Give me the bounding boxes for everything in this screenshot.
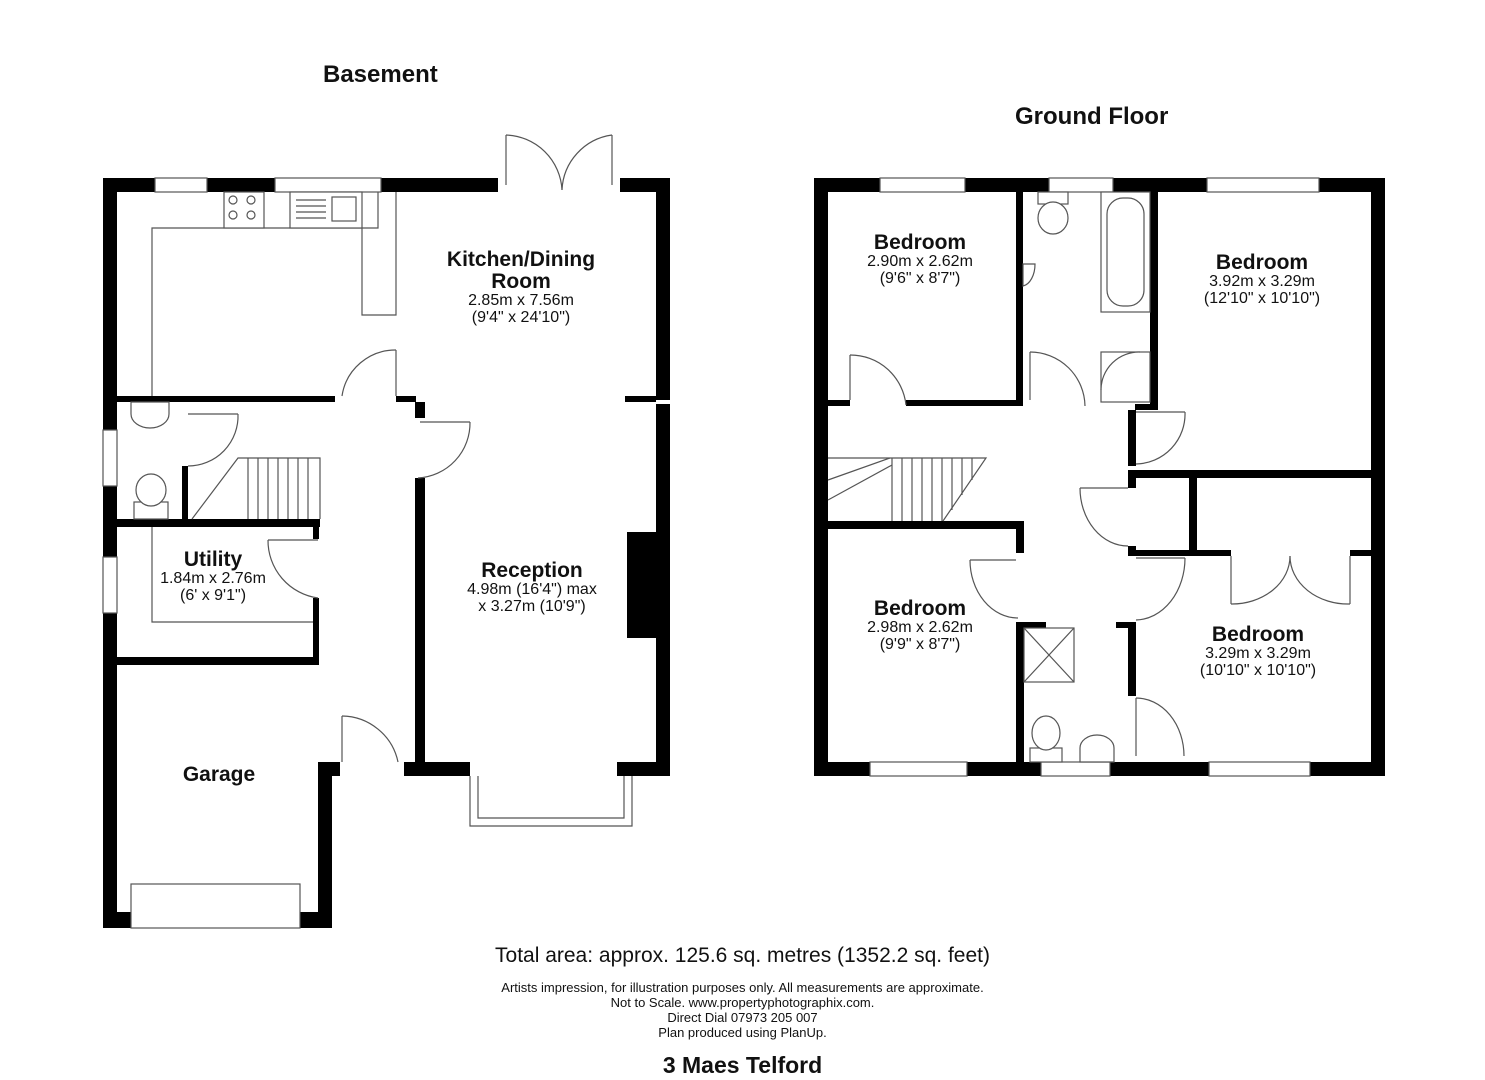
basement-walls [103,178,670,928]
ground-floor-plan [814,177,1385,777]
room-dimension-metric: 1.84m x 2.76m [160,570,266,588]
ground-outer-walls [814,178,1385,776]
room-name: Bedroom [873,231,967,254]
room-dimension-metric: 2.85m x 7.56m [468,292,574,310]
room-label-bedroom-sw: Bedroom 2.98m x 2.62m (9'9" x 8'7") [840,597,1000,654]
room-dimension-imperial: (9'9" x 8'7") [879,635,961,653]
room-name: Reception [481,559,583,582]
room-label-utility: Utility 1.84m x 2.76m (6' x 9'1") [138,548,288,605]
room-name: Bedroom [1215,251,1309,274]
room-dimension-metric: 3.92m x 3.29m [1209,273,1315,291]
basement-internal-walls [117,396,656,665]
basement-title: Basement [323,61,438,88]
room-dimension-imperial: (9'4" x 24'10") [471,308,571,326]
room-dimension-imperial: (9'6" x 8'7") [879,269,961,287]
ground-floor-title: Ground Floor [1015,103,1169,130]
total-area: Total area: approx. 125.6 sq. metres (13… [495,944,990,967]
disclaimer-line: Plan produced using PlanUp. [658,1025,827,1040]
room-label-bedroom-nw: Bedroom 2.90m x 2.62m (9'6" x 8'7") [840,231,1000,288]
room-label-bedroom-ne: Bedroom 3.92m x 3.29m (12'10" x 10'10") [1177,251,1347,308]
room-dimension-metric: 3.29m x 3.29m [1205,645,1311,663]
room-name: Garage [182,763,256,786]
basement-plan [102,134,670,929]
kitchen-french-doors [505,134,613,191]
ground-stairs [827,457,988,522]
room-dimension-metric: 2.98m x 2.62m [867,619,973,637]
ground-windows [869,177,1320,777]
property-address: 3 Maes Telford [662,1052,823,1078]
room-name: Kitchen/Dining [446,248,596,271]
ground-doors [849,351,1351,757]
disclaimer-line: Direct Dial 07973 205 007 [667,1010,818,1025]
room-dimension-metric: 4.98m (16'4") max [467,581,597,599]
room-dimension-imperial: (12'10" x 10'10") [1203,289,1321,307]
room-name: Bedroom [873,597,967,620]
room-dimension-imperial: (10'10" x 10'10") [1199,661,1317,679]
utility-worktop [151,527,313,623]
room-dimension-imperial: x 3.27m (10'9") [478,597,586,615]
ground-bathroom-fixtures [1022,191,1151,763]
basement-wc-fixtures [130,401,170,520]
room-name: Bedroom [1211,623,1305,646]
basement-stairs [191,457,321,520]
basement-windows [102,177,633,929]
ground-internal-walls [828,192,1385,762]
room-label-bedroom-se: Bedroom 3.29m x 3.29m (10'10" x 10'10") [1173,623,1343,680]
kitchen-worktop [151,191,397,396]
room-label-reception: Reception 4.98m (16'4") max x 3.27m (10'… [432,559,632,616]
room-dimension-metric: 2.90m x 2.62m [867,253,973,271]
basement-doors [187,349,471,763]
disclaimer-line: Not to Scale. www.propertyphotographix.c… [610,995,875,1010]
room-dimension-imperial: (6' x 9'1") [179,586,247,604]
room-name: Utility [183,548,243,571]
disclaimer-line: Artists impression, for illustration pur… [501,980,984,995]
room-label-garage: Garage [159,763,279,786]
room-name-line2: Room [491,270,551,294]
room-label-kitchen: Kitchen/Dining Room 2.85m x 7.56m (9'4" … [411,248,631,327]
